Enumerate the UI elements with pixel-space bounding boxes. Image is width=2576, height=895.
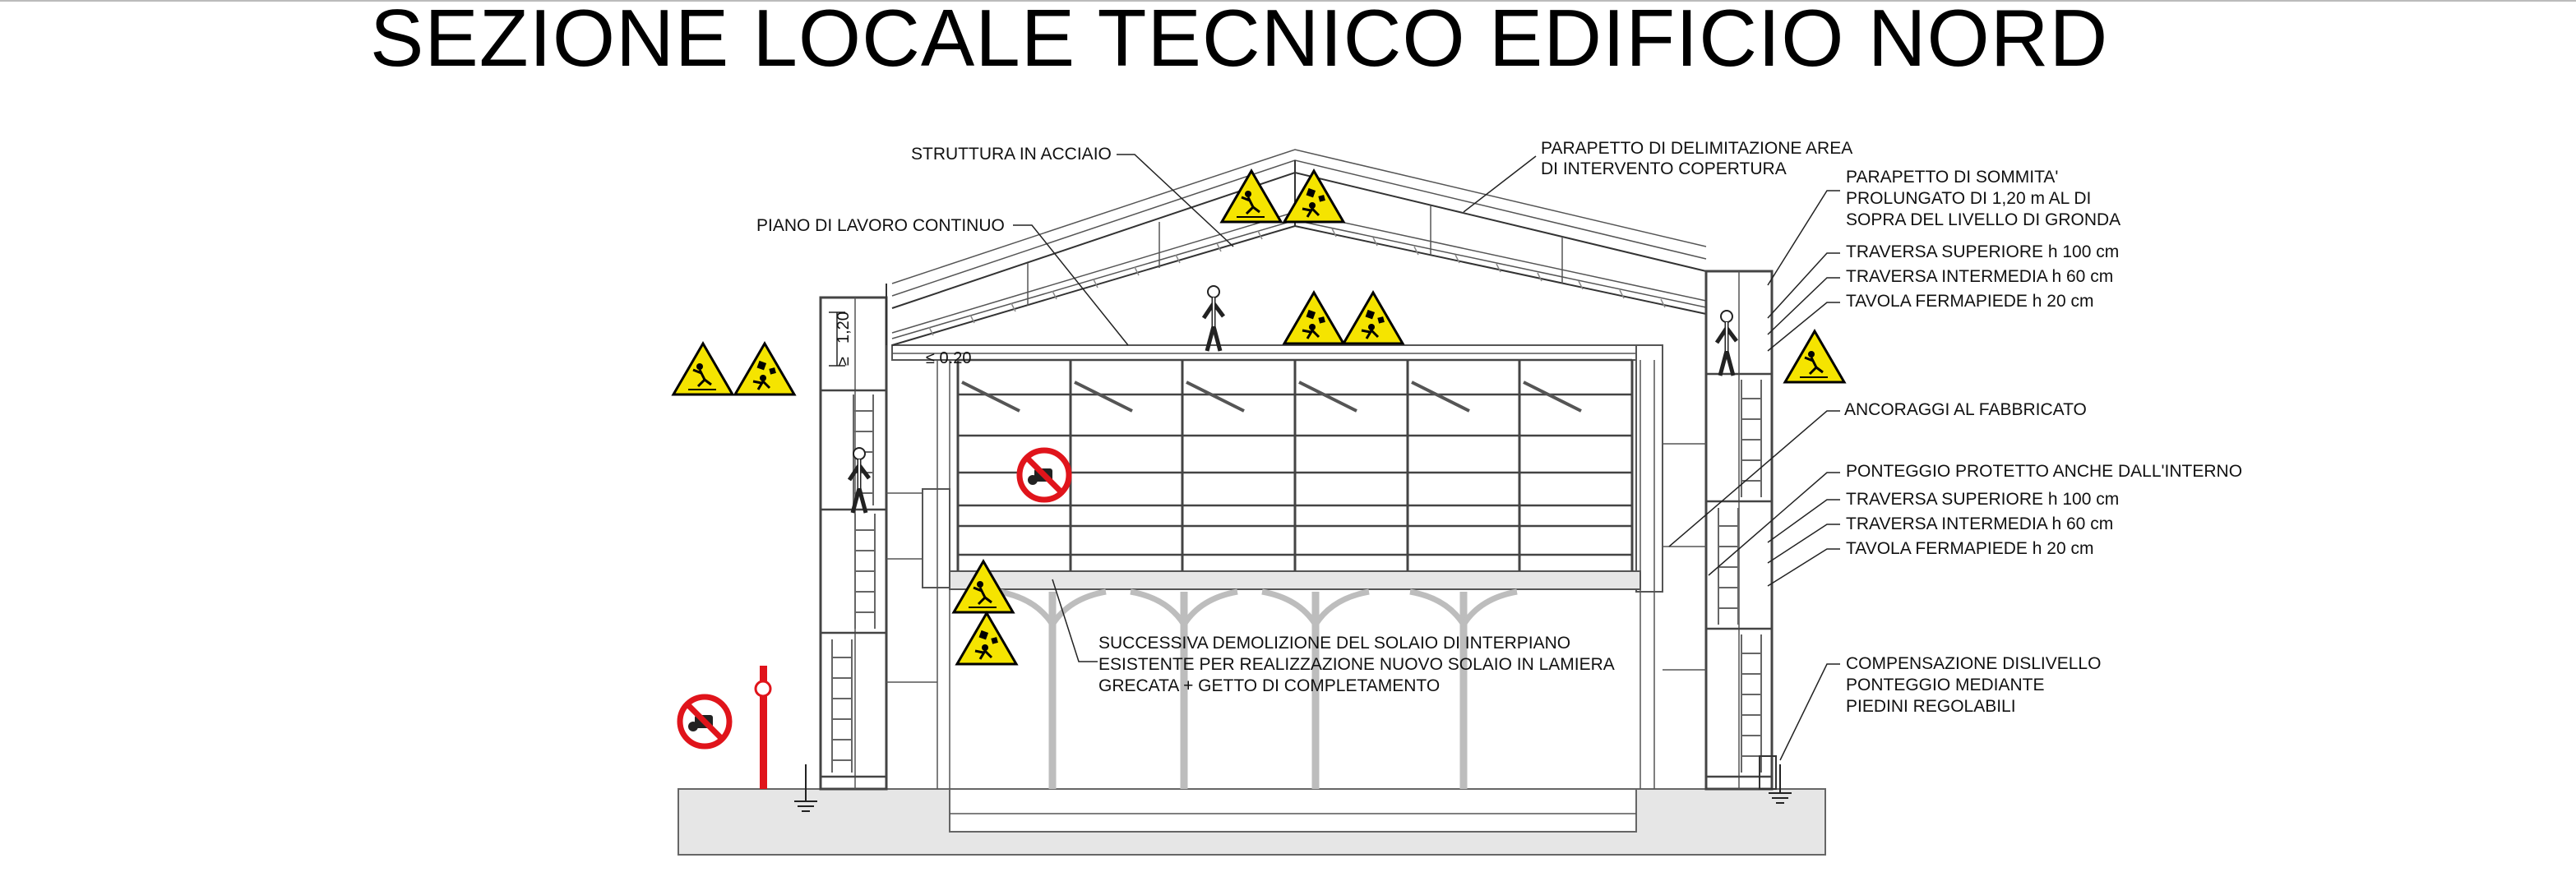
label-level-compensation-2: PONTEGGIO MEDIANTE	[1846, 676, 2045, 694]
label-roof-parapet-2: DI INTERVENTO COPERTURA	[1541, 159, 1787, 178]
gap-dimension: ≤ 0.20	[926, 349, 971, 367]
ground-slab	[678, 788, 1826, 856]
label-mid-rail: TRAVERSA INTERMEDIA h 60 cm	[1846, 267, 2113, 286]
label-protected-scaffold: PONTEGGIO PROTETTO ANCHE DALL'INTERNO	[1846, 462, 2242, 481]
height-dimension: 1,20	[835, 311, 853, 344]
fall-warning-icon	[672, 342, 734, 396]
fall-warning-icon	[1220, 169, 1283, 224]
label-demolition-2: ESISTENTE PER REALIZZAZIONE NUOVO SOLAIO…	[1098, 655, 1615, 674]
label-upper-rail: TRAVERSA SUPERIORE h 100 cm	[1846, 242, 2119, 261]
drawing-title: SEZIONE LOCALE TECNICO EDIFICIO NORD	[370, 0, 2109, 83]
earth-symbol	[794, 764, 1792, 812]
falling-objects-warning-icon	[1283, 291, 1345, 345]
no-access-prohibition-icon	[1020, 450, 1069, 500]
worker-figure	[1204, 286, 1223, 351]
label-level-compensation-3: PIEDINI REGOLABILI	[1846, 697, 2016, 716]
steel-roof-truss	[891, 149, 1707, 346]
right-exterior-scaffold	[1663, 270, 1777, 791]
falling-objects-warning-icon	[955, 611, 1018, 666]
label-top-parapet-2: PROLUNGATO DI 1,20 m AL DI	[1846, 189, 2091, 208]
label-demolition-1: SUCCESSIVA DEMOLIZIONE DEL SOLAIO DI INT…	[1098, 634, 1570, 653]
label-continuous-work-plane: PIANO DI LAVORO CONTINUO	[756, 216, 1005, 235]
ge-symbol: ≥	[835, 357, 853, 366]
fall-warning-icon	[1783, 330, 1846, 384]
falling-objects-warning-icon	[1342, 291, 1404, 345]
label-roof-parapet-1: PARAPETTO DI DELIMITAZIONE AREA	[1541, 139, 1852, 158]
no-access-prohibition-icon	[680, 697, 729, 746]
worker-figure	[1717, 311, 1737, 376]
label-level-compensation-1: COMPENSAZIONE DISLIVELLO	[1846, 654, 2101, 673]
label-toe-board: TAVOLA FERMAPIEDE h 20 cm	[1846, 292, 2093, 311]
red-barrier-post	[754, 666, 772, 789]
falling-objects-warning-icon	[1283, 169, 1345, 224]
leader-lines	[1013, 154, 1840, 761]
label-mid-rail: TRAVERSA INTERMEDIA h 60 cm	[1846, 514, 2113, 533]
label-toe-board: TAVOLA FERMAPIEDE h 20 cm	[1846, 539, 2093, 558]
label-top-parapet-1: PARAPETTO DI SOMMITA'	[1846, 168, 2058, 187]
worker-figure	[849, 448, 869, 513]
left-exterior-scaffold	[819, 284, 937, 791]
label-anchors: ANCORAGGI AL FABBRICATO	[1844, 400, 2087, 419]
label-top-parapet-3: SOPRA DEL LIVELLO DI GRONDA	[1846, 210, 2120, 229]
label-upper-rail: TRAVERSA SUPERIORE h 100 cm	[1846, 490, 2119, 509]
falling-objects-warning-icon	[733, 342, 796, 396]
building-section	[891, 344, 1663, 789]
label-demolition-3: GRECATA + GETTO DI COMPLETAMENTO	[1098, 676, 1440, 695]
label-steel-structure: STRUTTURA IN ACCIAIO	[911, 145, 1112, 164]
